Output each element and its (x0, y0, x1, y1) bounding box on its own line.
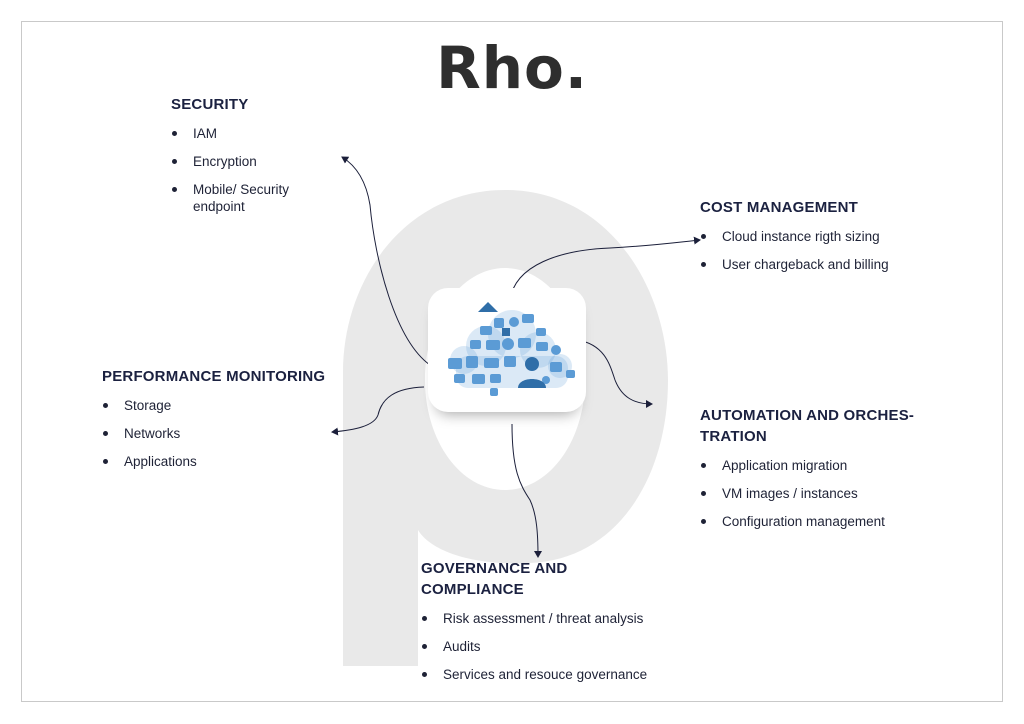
list-item: IAM (171, 125, 371, 142)
arrow-to-governance (511, 423, 542, 558)
list-item-label: Storage (124, 398, 172, 413)
list-item: Audits (421, 638, 681, 655)
list-item-label: VM images / instances (722, 486, 858, 501)
list-item: Mobile/ Security endpoint (171, 181, 313, 215)
automation-orchestration-section: AUTOMATION AND ORCHES- TRATION Applicati… (700, 405, 940, 541)
bullet-icon (701, 491, 706, 496)
list-item-label: Applications (124, 454, 197, 469)
list-item: VM images / instances (700, 485, 940, 502)
list-item-label: Mobile/ Security endpoint (193, 182, 290, 214)
governance-compliance-title: GOVERNANCE AND COMPLIANCE (421, 560, 568, 598)
cloud-of-social-icons-icon (448, 302, 575, 396)
center-cloud-card (428, 288, 586, 412)
list-item-label: User chargeback and billing (722, 257, 889, 272)
governance-compliance-list: Risk assessment / threat analysis Audits… (421, 610, 681, 683)
list-item: Services and resouce governance (421, 666, 681, 683)
bullet-icon (172, 159, 177, 164)
list-item: Application migration (700, 457, 940, 474)
bullet-icon (422, 672, 427, 677)
list-item-label: Application migration (722, 458, 848, 473)
performance-monitoring-list: Storage Networks Applications (102, 397, 362, 470)
rho-logo: Rho. (436, 34, 588, 102)
cost-management-title: COST MANAGEMENT (700, 199, 858, 216)
list-item: Cloud instance rigth sizing (700, 228, 980, 245)
list-item: Storage (102, 397, 362, 414)
bullet-icon (701, 262, 706, 267)
bullet-icon (103, 403, 108, 408)
rho-letter-watermark-icon (343, 190, 668, 666)
bullet-icon (422, 616, 427, 621)
automation-orchestration-list: Application migration VM images / instan… (700, 457, 940, 530)
security-title: SECURITY (171, 96, 249, 113)
list-item: Configuration management (700, 513, 940, 530)
security-section: SECURITY IAM Encryption Mobile/ Security… (171, 94, 371, 226)
list-item-label: IAM (193, 126, 218, 141)
cost-management-list: Cloud instance rigth sizing User chargeb… (700, 228, 980, 273)
bullet-icon (701, 463, 706, 468)
list-item-label: Cloud instance rigth sizing (722, 229, 880, 244)
automation-orchestration-title: AUTOMATION AND ORCHES- TRATION (700, 407, 915, 445)
list-item: Risk assessment / threat analysis (421, 610, 681, 627)
list-item-label: Networks (124, 426, 181, 441)
arrow-to-automation (577, 339, 653, 408)
bullet-icon (103, 459, 108, 464)
arrow-to-security (341, 156, 431, 366)
bullet-icon (422, 644, 427, 649)
list-item-label: Configuration management (722, 514, 885, 529)
governance-compliance-section: GOVERNANCE AND COMPLIANCE Risk assessmen… (421, 558, 681, 694)
bullet-icon (103, 431, 108, 436)
list-item-label: Encryption (193, 154, 257, 169)
cost-management-section: COST MANAGEMENT Cloud instance rigth siz… (700, 197, 980, 284)
connector-arrows (331, 156, 701, 558)
arrow-to-performance (331, 386, 425, 436)
list-item-label: Audits (443, 639, 481, 654)
bullet-icon (172, 187, 177, 192)
page-frame (21, 21, 1003, 702)
bullet-icon (701, 519, 706, 524)
security-list: IAM Encryption Mobile/ Security endpoint (171, 125, 371, 215)
arrow-to-cost (509, 236, 701, 301)
list-item: Applications (102, 453, 362, 470)
bullet-icon (701, 234, 706, 239)
bullet-icon (172, 131, 177, 136)
list-item-label: Services and resouce governance (443, 667, 648, 682)
list-item: Networks (102, 425, 362, 442)
list-item: User chargeback and billing (700, 256, 980, 273)
list-item-label: Risk assessment / threat analysis (443, 611, 644, 626)
performance-monitoring-section: PERFORMANCE MONITORING Storage Networks … (102, 366, 362, 481)
list-item: Encryption (171, 153, 371, 170)
performance-monitoring-title: PERFORMANCE MONITORING (102, 368, 326, 385)
